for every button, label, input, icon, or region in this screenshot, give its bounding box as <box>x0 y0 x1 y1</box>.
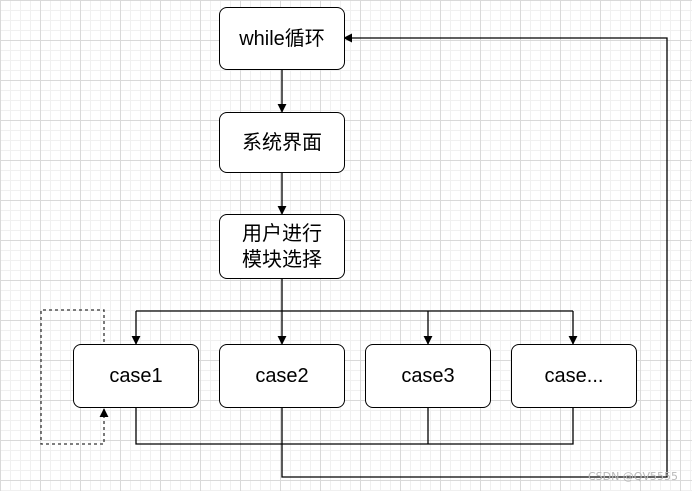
node-case2: case2 <box>219 344 345 408</box>
node-user-select-label: 用户进行 模块选择 <box>242 222 322 271</box>
node-system-interface-label: 系统界面 <box>242 131 322 154</box>
node-case-more-label: case... <box>544 365 604 387</box>
edge-case1-self-loop <box>40 309 109 445</box>
edge-loop-back-to-while <box>281 33 668 478</box>
edge-merge-bus <box>135 408 574 445</box>
node-while-loop: while循环 <box>219 7 345 70</box>
node-case3-label: case3 <box>401 365 455 387</box>
node-system-interface: 系统界面 <box>219 112 345 173</box>
node-case2-label: case2 <box>255 365 309 387</box>
watermark: CSDN @QV5555 <box>587 470 678 483</box>
node-case1: case1 <box>73 344 199 408</box>
node-case3: case3 <box>365 344 491 408</box>
node-while-loop-label: while循环 <box>239 27 325 50</box>
node-user-select: 用户进行 模块选择 <box>219 214 345 279</box>
node-case1-label: case1 <box>109 365 163 387</box>
node-case-more: case... <box>511 344 637 408</box>
